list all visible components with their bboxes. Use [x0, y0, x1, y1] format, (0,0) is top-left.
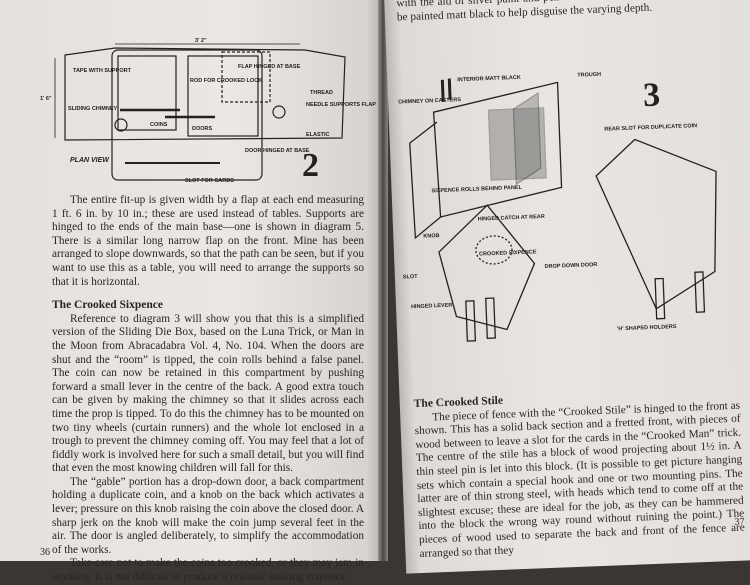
svg-text:HINGED LEVER: HINGED LEVER	[411, 303, 452, 311]
svg-text:FLAP HINGED AT BASE: FLAP HINGED AT BASE	[238, 64, 301, 70]
page-number: 36	[40, 547, 50, 558]
svg-text:DROP DOWN DOOR: DROP DOWN DOOR	[544, 262, 597, 270]
svg-text:INTERIOR MATT BLACK: INTERIOR MATT BLACK	[457, 75, 521, 83]
svg-text:1' 6": 1' 6"	[40, 96, 52, 102]
svg-text:3: 3	[642, 76, 660, 114]
svg-text:KNOB: KNOB	[423, 233, 439, 240]
svg-text:PLAN VIEW: PLAN VIEW	[70, 157, 110, 164]
svg-text:TROUGH: TROUGH	[577, 72, 601, 79]
svg-text:SLOT: SLOT	[403, 274, 419, 281]
left-page: 3' 2" 1' 6" TAPE WITH SUPPORT SLIDING CH…	[0, 0, 382, 583]
svg-text:COINS: COINS	[150, 122, 168, 128]
page-number: 37	[734, 516, 745, 528]
svg-text:3' 2": 3' 2"	[195, 38, 207, 44]
paragraph: Take care not to make the coins too croo…	[52, 557, 364, 584]
svg-text:2: 2	[302, 147, 319, 184]
svg-text:CROOKED SIXPENCE: CROOKED SIXPENCE	[479, 249, 537, 257]
crooked-sixpence-diagram: INTERIOR MATT BLACK TROUGH CHIMNEY ON CA…	[398, 72, 717, 342]
paragraph: The entire fit-up is given width by a fl…	[52, 194, 364, 288]
section-heading: The Crooked Sixpence	[52, 299, 163, 312]
svg-text:SLIDING CHIMNEY: SLIDING CHIMNEY	[68, 106, 118, 112]
paragraph: with the aid of silver paint and pen and…	[396, 0, 726, 24]
svg-text:DOOR HINGED AT BASE: DOOR HINGED AT BASE	[245, 148, 310, 154]
book-gutter	[378, 0, 388, 561]
right-page: with the aid of silver paint and pen and…	[384, 0, 750, 574]
right-body-text: The Crooked Stile The piece of fence wit…	[414, 386, 746, 562]
paragraph: The “gable” portion has a drop-down door…	[52, 475, 364, 556]
plan-view-diagram: 3' 2" 1' 6" TAPE WITH SUPPORT SLIDING CH…	[40, 38, 376, 184]
svg-text:CHIMNEY ON CASTERS: CHIMNEY ON CASTERS	[398, 97, 461, 105]
svg-text:TAPE WITH SUPPORT: TAPE WITH SUPPORT	[73, 68, 132, 74]
svg-text:SIXPENCE ROLLS BEHIND PANEL: SIXPENCE ROLLS BEHIND PANEL	[431, 185, 522, 194]
svg-text:ELASTIC: ELASTIC	[306, 132, 330, 138]
svg-text:SLOT FOR CARDS: SLOT FOR CARDS	[185, 178, 234, 184]
svg-text:REAR SLOT FOR DUPLICATE COIN: REAR SLOT FOR DUPLICATE COIN	[604, 123, 697, 133]
right-top-text: with the aid of silver paint and pen and…	[396, 0, 727, 25]
left-body-text: The entire fit-up is given width by a fl…	[52, 194, 364, 585]
svg-text:'H' SHAPED HOLDERS: 'H' SHAPED HOLDERS	[617, 324, 677, 332]
svg-text:ROD FOR CROOKED LOCK: ROD FOR CROOKED LOCK	[190, 78, 262, 84]
svg-text:DOORS: DOORS	[192, 126, 213, 132]
svg-text:THREAD: THREAD	[310, 90, 333, 96]
svg-text:NEEDLE SUPPORTS FLAP: NEEDLE SUPPORTS FLAP	[306, 102, 376, 108]
svg-text:HINGED CATCH AT REAR: HINGED CATCH AT REAR	[478, 214, 545, 223]
paragraph: Reference to diagram 3 will show you tha…	[52, 312, 364, 475]
paragraph: The piece of fence with the “Crooked Sti…	[414, 399, 745, 560]
